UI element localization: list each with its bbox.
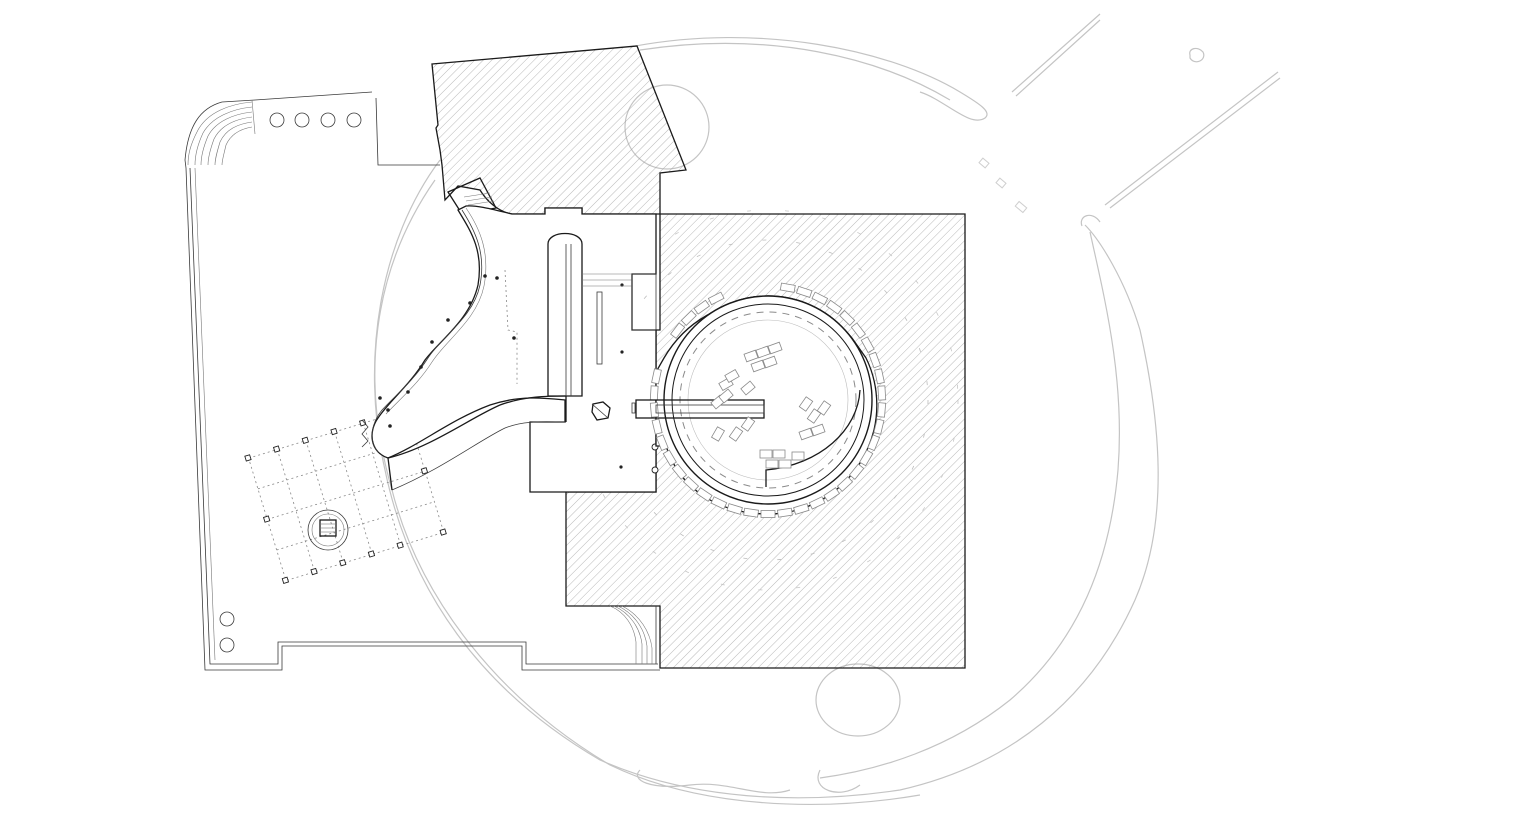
tree-circle-bottom (815, 663, 901, 737)
seat-box (795, 285, 813, 298)
seat-box (710, 496, 728, 510)
north-hatched-block (431, 45, 687, 215)
seat-box (682, 476, 700, 492)
seat-box (651, 368, 662, 385)
planter-circle (294, 112, 310, 128)
seat-box (877, 402, 887, 418)
pergola-grid (244, 405, 447, 584)
seat-box (859, 449, 874, 467)
curved-entrance-wall (387, 395, 567, 459)
pergola-post (281, 576, 290, 584)
pergola-post (330, 427, 338, 436)
pergola-post (244, 454, 252, 462)
seat-box (779, 282, 796, 293)
pergola-post (262, 515, 271, 523)
seat-box (867, 434, 881, 452)
seat-box (825, 299, 843, 315)
planter-circle (219, 611, 235, 627)
seat-box (760, 510, 776, 518)
pergola-post (339, 559, 347, 567)
seat-box (695, 487, 713, 502)
seat-box (662, 449, 677, 467)
circular-auditorium (635, 282, 887, 518)
seat-box (655, 434, 669, 452)
seat-box (823, 487, 841, 502)
pergola-post (310, 567, 318, 576)
glazed-facade (371, 207, 624, 469)
seat-box (873, 418, 885, 435)
pergola-post (301, 436, 310, 445)
east-block-rings (577, 209, 959, 591)
seat-box (848, 463, 865, 480)
pond-outline (373, 13, 1281, 805)
entrance-door (361, 419, 369, 448)
seat-box (649, 385, 659, 401)
seat-box (649, 402, 659, 418)
planter-circle (346, 112, 362, 128)
left-terrace (184, 91, 660, 671)
seat-box (651, 418, 663, 435)
pergola-post (439, 528, 447, 536)
long-gallery (547, 232, 657, 397)
corner-steps (187, 99, 256, 166)
seat-box (836, 476, 854, 492)
pergola-post (420, 467, 429, 475)
seat-box (877, 385, 887, 401)
planter-circle (320, 112, 336, 128)
seat-box (811, 291, 829, 306)
seat-box (860, 336, 875, 354)
seat-box (707, 291, 725, 306)
seat-box (693, 299, 711, 315)
lobby-floor (371, 205, 657, 493)
pergola-post (367, 550, 376, 558)
spiral-stair (307, 509, 349, 551)
pergola-post (272, 445, 281, 453)
seat-box (680, 310, 697, 326)
outer-seating-ring (649, 282, 887, 518)
seat-box (850, 322, 866, 339)
seat-box (670, 322, 686, 339)
seat-box (874, 368, 885, 385)
seat-box (808, 496, 826, 510)
pergola-post (396, 541, 404, 549)
planter-circle (269, 112, 285, 128)
auditorium-furniture (710, 341, 832, 469)
planter-circle (219, 637, 235, 653)
seat-box (868, 351, 882, 369)
seat-box (671, 463, 688, 480)
seat-box (726, 503, 743, 515)
lower-curved-steps (609, 605, 657, 664)
seat-box (743, 507, 759, 518)
seat-box (793, 503, 810, 515)
seat-box (777, 507, 793, 518)
entry-steps (447, 177, 497, 215)
seat-box (839, 310, 856, 326)
